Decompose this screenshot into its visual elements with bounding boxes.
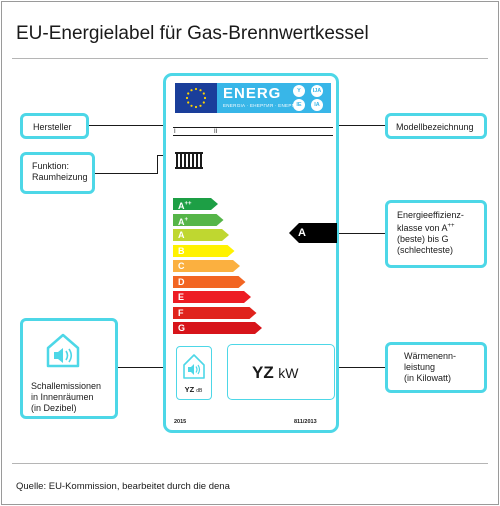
connector-modellbezeichnung — [330, 125, 386, 126]
callout-effizienz-line2-wrap: klasse von A++ — [397, 221, 484, 234]
class-bar-a-plus: A+ — [173, 213, 224, 227]
lang-dot-3: IE — [293, 99, 305, 111]
noise-value: YZ — [184, 385, 195, 394]
class-bar-label: C — [178, 261, 185, 271]
callout-waerme-line1: Wärmenenn- — [404, 351, 457, 361]
callout-waerme-line3: (in Kilowatt) — [404, 373, 452, 383]
page-title: EU-Energielabel für Gas-Brennwertkessel — [16, 23, 369, 44]
class-bar-label: G — [178, 323, 186, 333]
callout-effizienz-line1: Energieeffizienz- — [397, 210, 464, 220]
class-pointer — [289, 223, 337, 243]
label-footer-regulation: 811/2013 — [294, 419, 317, 425]
lang-dot-4: IA — [311, 99, 323, 111]
source-note: Quelle: EU-Kommission, bearbeitet durch … — [16, 481, 230, 492]
connector-waerme — [330, 367, 386, 368]
callout-waerme: Wärmenenn- leistung (in Kilowatt) — [385, 342, 487, 393]
noise-panel: YZ dB — [176, 346, 212, 400]
noise-value-wrap: YZ dB — [177, 385, 210, 394]
callout-effizienz-line3: (beste) bis G — [397, 234, 449, 244]
class-bar-label-sup: ++ — [184, 201, 192, 207]
class-bar-c: C — [173, 260, 240, 272]
callout-effizienz-line4: (schlechteste) — [397, 245, 454, 255]
label-supplier-line — [173, 127, 333, 128]
class-pointer-letter: A — [298, 227, 306, 239]
power-unit: kW — [278, 365, 299, 381]
noise-unit: dB — [196, 388, 203, 394]
connector-funktion-v — [157, 155, 158, 174]
class-bar-f: F — [173, 306, 257, 319]
eu-flag-icon — [175, 83, 217, 113]
class-bar-g: G — [173, 322, 262, 334]
mark-supplier: I — [174, 129, 176, 135]
callout-effizienz-line2: klasse von A — [397, 223, 448, 233]
lang-dot-1: Y — [293, 85, 305, 97]
connector-schall — [118, 367, 176, 368]
callout-schall-line1: Schallemissionen — [31, 381, 102, 391]
callout-funktion: Funktion: Raumheizung — [20, 152, 95, 194]
callout-schall-line2: in Innenräumen — [31, 392, 94, 402]
energy-label: ENERG ENERGIA · ЕНЕРГИЯ · ΕΝΕΡΓΕΙΑ Y IJA… — [163, 73, 339, 433]
energ-header: ENERG ENERGIA · ЕНЕРГИЯ · ΕΝΕΡΓΕΙΑ Y IJA… — [217, 83, 331, 113]
connector-funktion-h — [95, 173, 157, 174]
callout-schall-line3: (in Dezibel) — [31, 403, 77, 413]
class-bar-label: A — [178, 230, 185, 240]
callout-hersteller: Hersteller — [20, 113, 89, 139]
class-bar-label: D — [178, 276, 185, 287]
class-bar-label-sup: + — [184, 216, 189, 223]
connector-effizienz — [337, 233, 385, 234]
class-bar-a: A — [173, 229, 229, 241]
mark-model: II — [214, 129, 218, 135]
class-bar-b: B — [173, 244, 235, 257]
power-value: YZ — [252, 363, 274, 382]
class-bar-label: F — [178, 307, 184, 318]
energ-word: ENERG — [223, 85, 282, 102]
callout-modellbezeichnung: Modellbezeichnung — [385, 113, 487, 139]
callout-modellbezeichnung-text: Modellbezeichnung — [396, 122, 474, 132]
callout-funktion-line2: Raumheizung — [32, 172, 88, 182]
class-bar-d: D — [173, 275, 246, 288]
class-bar-label: E — [178, 292, 185, 302]
callout-funktion-line1: Funktion: — [32, 161, 70, 171]
lang-dot-2: IJA — [311, 85, 323, 97]
label-footer-year: 2015 — [174, 419, 187, 425]
speaker-house-icon — [183, 354, 205, 379]
label-model-line — [173, 135, 333, 136]
class-bar-label: B — [178, 245, 185, 256]
source-divider — [12, 463, 488, 464]
callout-hersteller-text: Hersteller — [33, 122, 72, 132]
callout-schall: Schallemissionen in Innenräumen (in Dezi… — [20, 318, 118, 419]
title-divider — [12, 58, 488, 59]
power-value-wrap: YZ kW — [252, 363, 298, 383]
radiator-icon — [175, 152, 203, 169]
callout-effizienz-line2-sup: ++ — [447, 223, 455, 229]
connector-hersteller — [88, 125, 188, 126]
speaker-house-icon — [46, 333, 80, 368]
callout-waerme-line2: leistung — [404, 362, 436, 372]
class-bar-label: A+ — [178, 216, 189, 227]
energ-subtitle: ENERGIA · ЕНЕРГИЯ · ΕΝΕΡΓΕΙΑ — [223, 103, 303, 108]
power-panel: YZ kW — [227, 344, 335, 400]
callout-effizienz: Energieeffizienz- klasse von A++ (beste)… — [385, 200, 487, 268]
class-bar-e: E — [173, 291, 251, 303]
class-bar-a-plus-plus: A++ — [173, 198, 218, 211]
class-bar-label: A++ — [178, 201, 192, 211]
